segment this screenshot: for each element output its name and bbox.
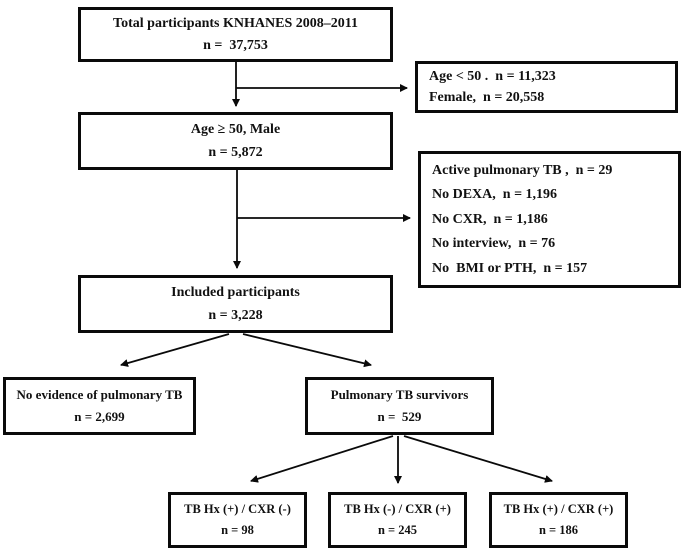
box-g3-count: n = 186 <box>538 522 579 537</box>
box-g1-title: TB Hx (+) / CXR (-) <box>184 501 291 516</box>
excluded-no-cxr-line: No CXR, n = 1,186 <box>432 211 548 227</box>
box-g3-title: TB Hx (+) / CXR (+) <box>503 501 614 516</box>
box-g2-count: n = 245 <box>377 522 418 537</box>
box-included-title: Included participants <box>171 285 300 301</box>
box-tb-survivors: Pulmonary TB survivors n = 529 <box>305 377 494 435</box>
box-g2-title: TB Hx (-) / CXR (+) <box>344 501 451 516</box>
box-no-evidence-tb: No evidence of pulmonary TB n = 2,699 <box>3 377 196 435</box>
box-age50-male-title: Age ≥ 50, Male <box>190 122 281 138</box>
arrow-included-to-no-evidence <box>120 333 230 367</box>
box-no-evidence-count: n = 2,699 <box>74 408 125 424</box>
excluded-active-tb-line: Active pulmonary TB , n = 29 <box>432 163 613 178</box>
box-tb-hx-pos-cxr-neg: TB Hx (+) / CXR (-) n = 98 <box>168 492 307 548</box>
box-no-evidence-title: No evidence of pulmonary TB <box>16 386 183 402</box>
box-included-participants: Included participants n = 3,228 <box>78 275 393 333</box>
excluded-female-line: Female, n = 20,558 <box>429 89 545 105</box>
arrow-survivors-to-hxpos-cxrpos <box>403 435 553 483</box>
box-age50-male-count: n = 5,872 <box>208 144 263 160</box>
excluded-no-interview-line: No interview, n = 76 <box>432 236 556 252</box>
box-total-participants: Total participants KNHANES 2008–2011 n =… <box>78 7 393 62</box>
box-survivors-count: n = 529 <box>377 408 422 424</box>
box-survivors-title: Pulmonary TB survivors <box>330 386 469 402</box>
box-g1-count: n = 98 <box>221 522 254 537</box>
excluded-no-bmi-pth-line: No BMI or PTH, n = 157 <box>432 260 588 276</box>
arrow-included-to-survivors <box>242 333 372 368</box>
box-tb-hx-pos-cxr-pos: TB Hx (+) / CXR (+) n = 186 <box>489 492 628 548</box>
box-total-participants-count: n = 37,753 <box>203 37 268 53</box>
excluded-age-line: Age < 50 . n = 11,323 <box>429 69 556 85</box>
box-included-count: n = 3,228 <box>208 307 263 323</box>
box-excluded-age-sex: Age < 50 . n = 11,323 Female, n = 20,558 <box>415 61 678 113</box>
box-age50-male: Age ≥ 50, Male n = 5,872 <box>78 112 393 170</box>
box-tb-hx-neg-cxr-pos: TB Hx (-) / CXR (+) n = 245 <box>328 492 467 548</box>
arrow-survivors-to-hxpos-cxrneg <box>250 435 394 483</box>
box-excluded-reasons: Active pulmonary TB , n = 29 No DEXA, n … <box>418 151 681 288</box>
excluded-no-dexa-line: No DEXA, n = 1,196 <box>432 187 558 203</box>
box-total-participants-title: Total participants KNHANES 2008–2011 <box>113 16 358 32</box>
